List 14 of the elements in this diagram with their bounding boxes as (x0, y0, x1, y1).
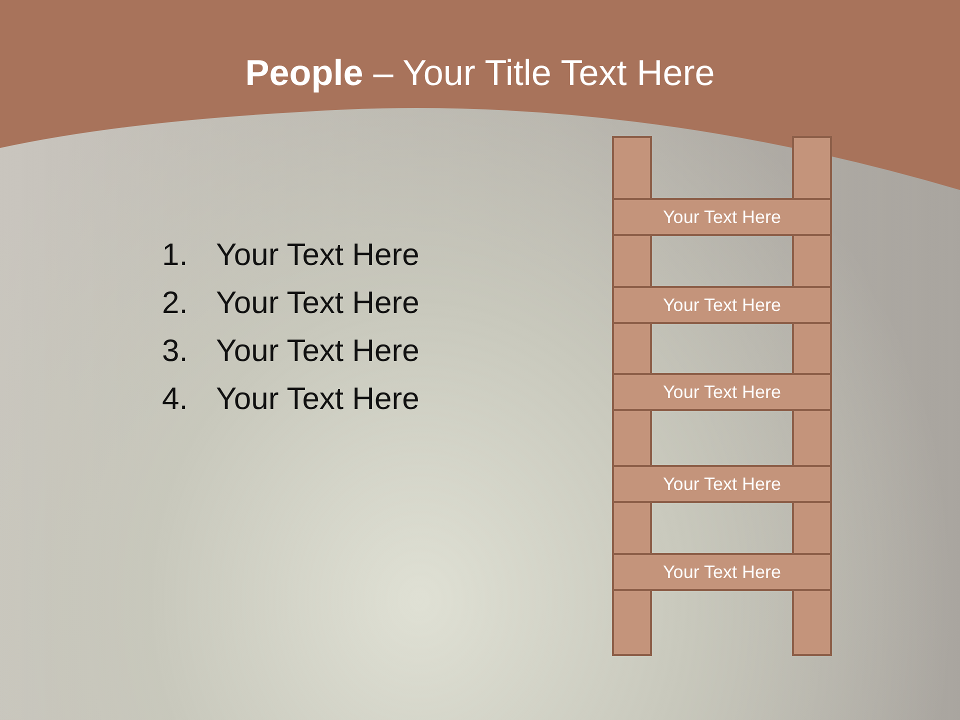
ladder-rung: Your Text Here (612, 198, 832, 236)
list-item: Your Text Here (216, 284, 420, 322)
list-number: 4. (162, 380, 188, 418)
ladder-rung: Your Text Here (612, 553, 832, 591)
ladder-rung: Your Text Here (612, 286, 832, 324)
ladder-rung: Your Text Here (612, 465, 832, 503)
slide-title: People – Your Title Text Here (244, 52, 716, 94)
list-item: Your Text Here (216, 332, 420, 370)
list-item: Your Text Here (216, 236, 420, 274)
list-number: 1. (162, 236, 188, 274)
list-number: 2. (162, 284, 188, 322)
list-number: 3. (162, 332, 188, 370)
list-item: Your Text Here (216, 380, 420, 418)
ladder-rung: Your Text Here (612, 373, 832, 411)
